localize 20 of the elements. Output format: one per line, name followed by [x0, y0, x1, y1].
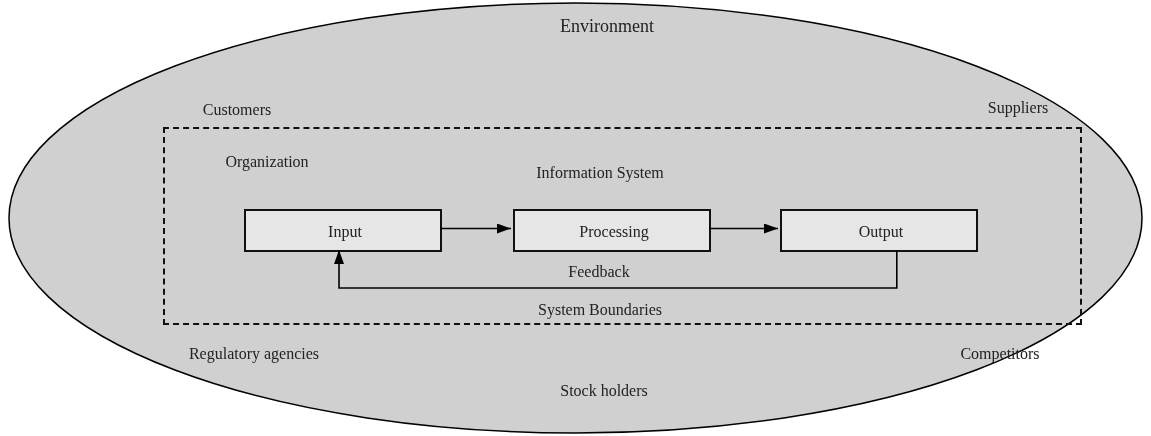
stakeholder-label: Regulatory agencies: [188, 345, 320, 363]
process-box: [513, 209, 711, 252]
process-box: [244, 209, 442, 252]
feedback-arrow: [334, 249, 898, 289]
region-heading: Environment: [560, 16, 654, 37]
system-heading: Information System: [536, 164, 664, 182]
region-heading: Organization: [225, 153, 309, 171]
boundary-label: System Boundaries: [538, 301, 662, 319]
stakeholder-label: Stock holders: [560, 382, 648, 400]
stakeholder-label: Suppliers: [987, 99, 1049, 117]
organization-boundary: [163, 127, 1082, 325]
flow-arrow: [439, 223, 512, 234]
flow-arrow: [708, 223, 779, 234]
environment-ellipse: [8, 2, 1143, 434]
process-box: [780, 209, 978, 252]
edge-label: Feedback: [568, 263, 630, 281]
stakeholder-label: Customers: [202, 101, 272, 119]
box-label: Processing: [579, 222, 649, 241]
box-label: Output: [858, 222, 904, 241]
box-label: Input: [328, 222, 362, 241]
